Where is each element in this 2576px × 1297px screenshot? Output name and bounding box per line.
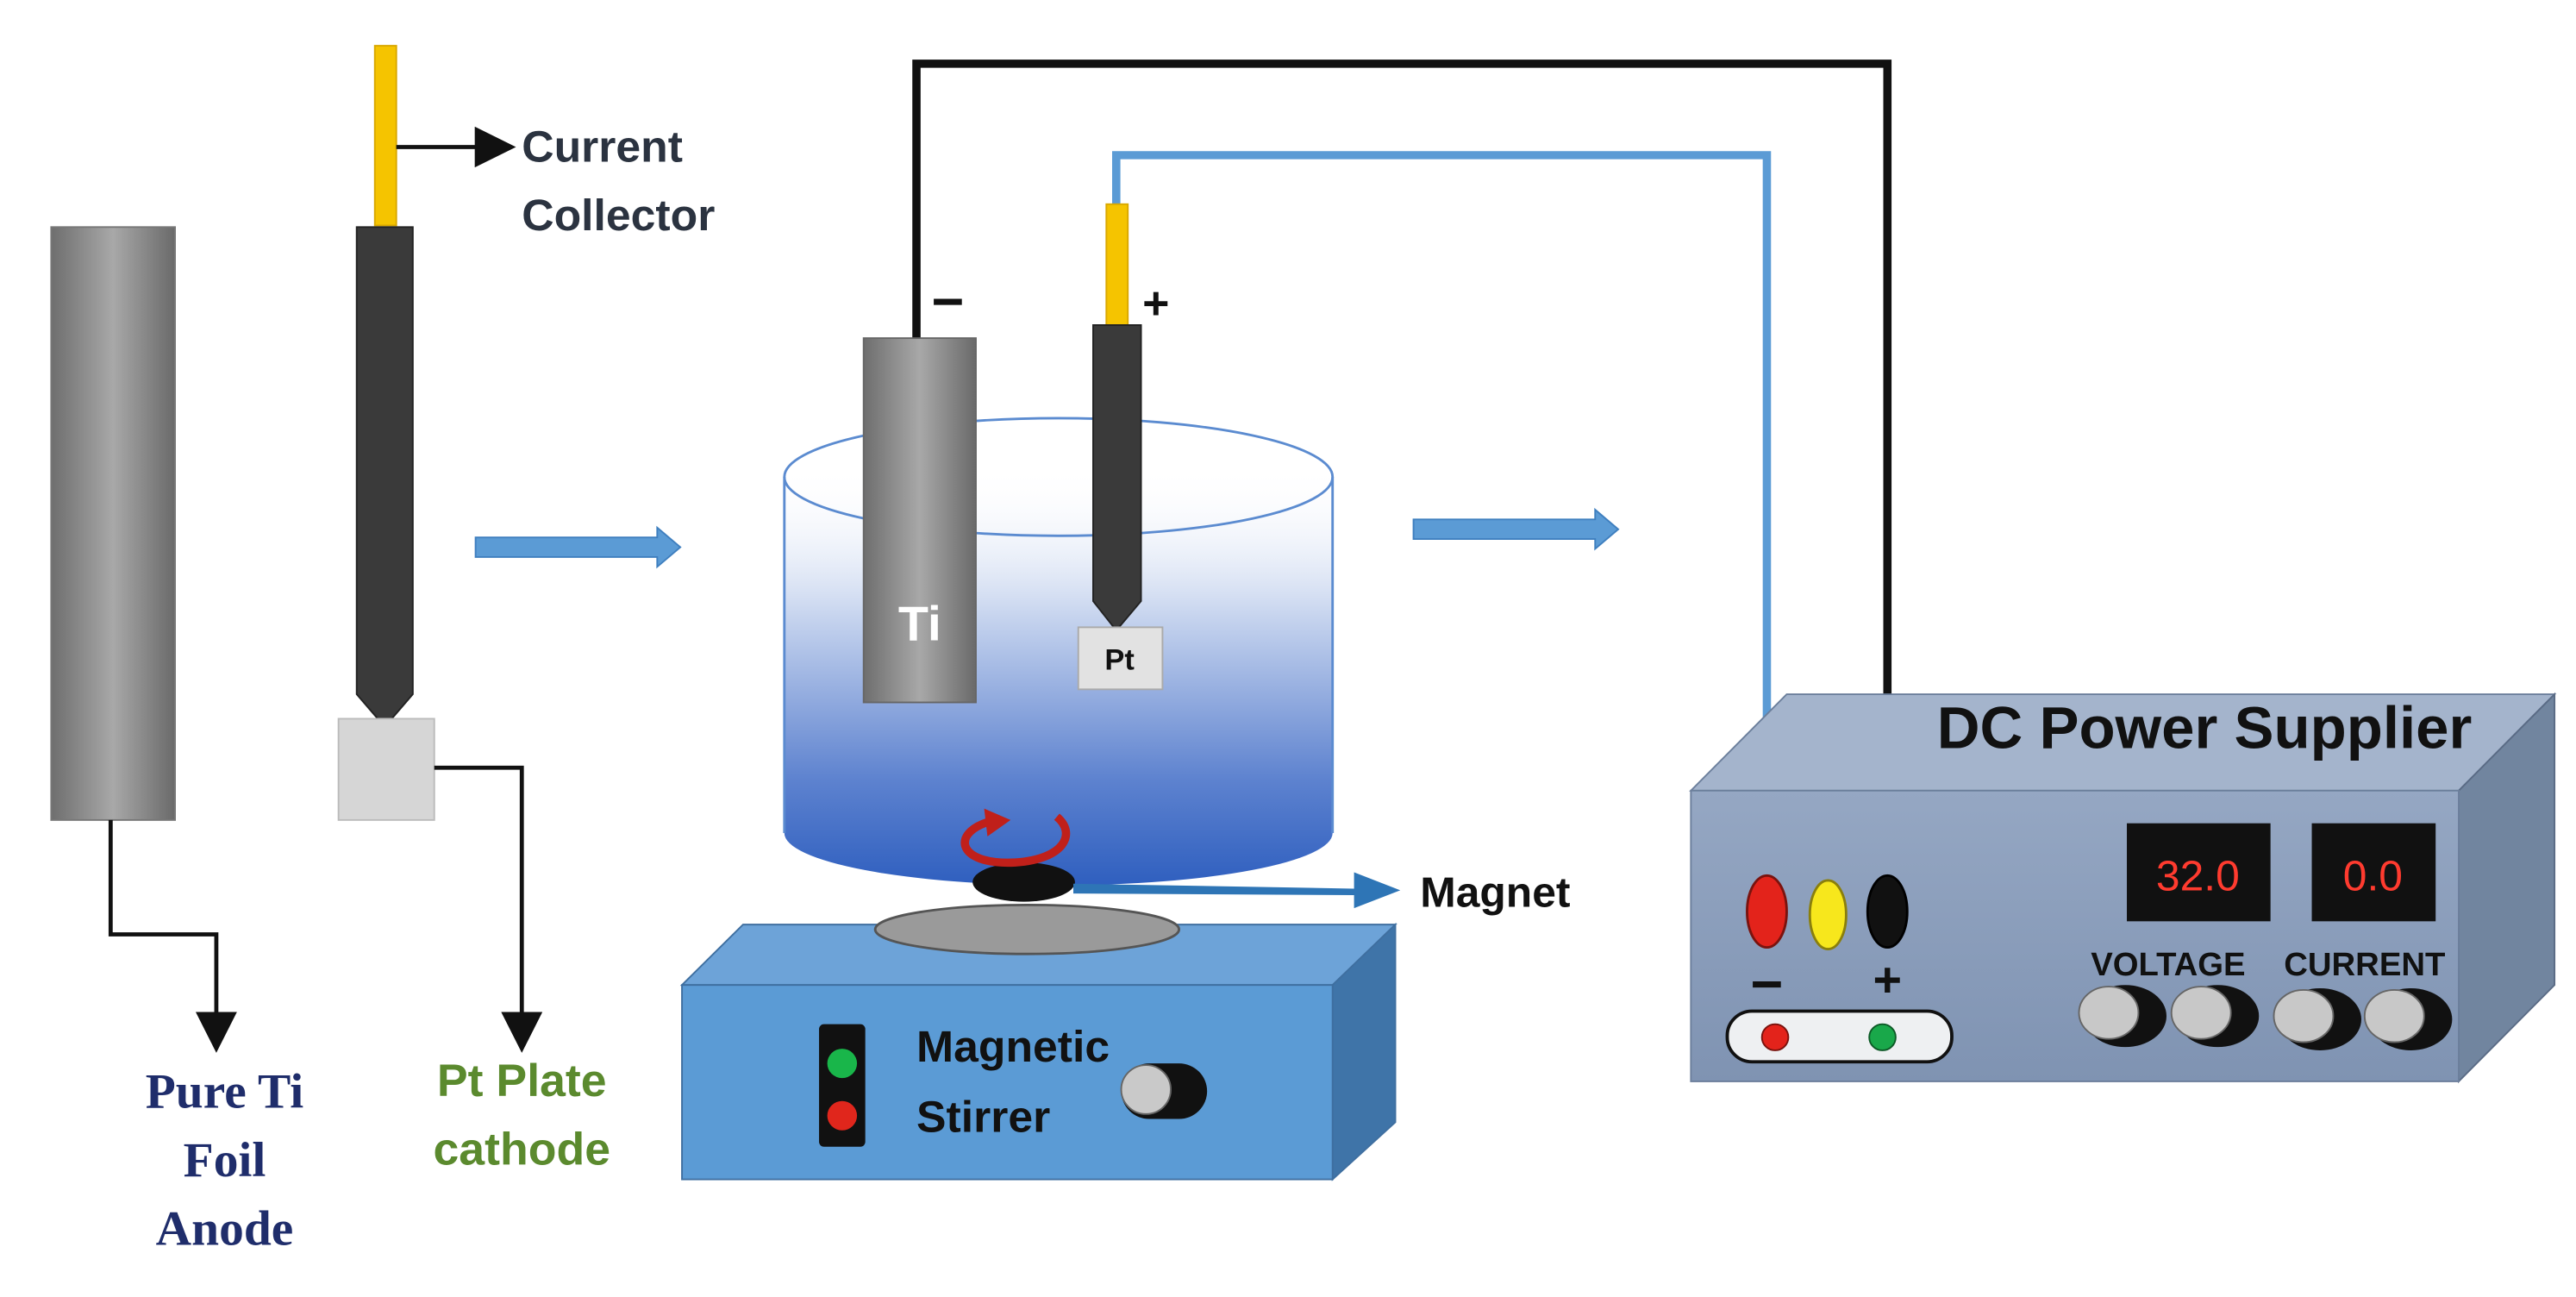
anode-label-line1: Pure Ti	[146, 1065, 304, 1119]
current-collector-label-line1: Current	[522, 122, 683, 172]
magnet-pointer-arrow	[1073, 872, 1401, 909]
current-display-panel	[2311, 823, 2436, 922]
anode-caption: Pure Ti Foil Anode	[146, 1065, 304, 1256]
ti-electrode-label: Ti	[898, 597, 941, 652]
dc-power-supply: DC Power Supplier − + 32.0 0.0 VOLTAGE C…	[1689, 692, 2557, 1084]
cathode-leader-line	[434, 765, 543, 1053]
current-fine-knob[interactable]	[2363, 987, 2453, 1050]
psu-plus-label: +	[1873, 953, 1903, 1008]
current-collector-rod	[373, 45, 397, 227]
magnet-stir-bar	[960, 808, 1075, 902]
current-display: 0.0	[2343, 853, 2403, 900]
pt-cathode-assembly	[337, 45, 435, 821]
psu-green-led	[1868, 1023, 1897, 1051]
negative-terminal[interactable]	[1746, 874, 1788, 949]
voltage-coarse-knob[interactable]	[2078, 985, 2166, 1048]
magnetic-stirrer: Magnetic Stirrer	[679, 903, 1397, 1181]
ground-terminal[interactable]	[1808, 879, 1848, 950]
current-collector-label-line2: Collector	[522, 190, 715, 240]
voltage-label: VOLTAGE	[2091, 947, 2245, 983]
flow-arrow-right	[1412, 507, 1620, 551]
pure-ti-foil	[50, 226, 176, 821]
stirrer-knob[interactable]	[1120, 1063, 1208, 1119]
voltage-display: 32.0	[2156, 853, 2240, 900]
power-supply-title: DC Power Supplier	[1937, 695, 2473, 761]
pt-electrode: Pt	[1077, 203, 1164, 691]
anode-label-line2: Foil	[184, 1133, 266, 1187]
pt-plate	[337, 717, 435, 821]
psu-red-led	[1760, 1023, 1790, 1051]
flow-arrow-left	[474, 525, 682, 569]
psu-minus-label: −	[1750, 952, 1783, 1015]
voltage-fine-knob[interactable]	[2170, 985, 2260, 1048]
cathode-label-line1: Pt Plate	[437, 1056, 607, 1106]
anode-label-line3: Anode	[156, 1202, 294, 1256]
positive-terminal[interactable]	[1866, 874, 1909, 949]
current-label: CURRENT	[2284, 947, 2445, 983]
stirrer-plate	[873, 903, 1181, 956]
rotation-arrow-icon	[960, 813, 1071, 867]
blue-wire	[1112, 151, 1772, 891]
psu-indicator-strip	[1725, 1009, 1954, 1064]
current-coarse-knob[interactable]	[2273, 987, 2361, 1050]
cathode-label-line2: cathode	[433, 1125, 610, 1175]
stirrer-red-light	[827, 1100, 858, 1131]
plus-terminal-label: +	[1142, 279, 1169, 329]
voltage-display-panel	[2127, 823, 2271, 922]
ti-electrode: Ti	[862, 337, 977, 704]
minus-terminal-label: −	[931, 270, 964, 333]
stirrer-label-line2: Stirrer	[916, 1092, 1050, 1142]
cathode-holder	[355, 226, 414, 729]
magnet-label: Magnet	[1420, 869, 1570, 917]
stirrer-label-line1: Magnetic	[916, 1021, 1110, 1071]
stirrer-green-light	[827, 1049, 858, 1079]
pt-electrode-label: Pt	[1104, 644, 1134, 677]
anode-leader-line	[108, 819, 237, 1053]
black-wire	[912, 60, 1892, 891]
